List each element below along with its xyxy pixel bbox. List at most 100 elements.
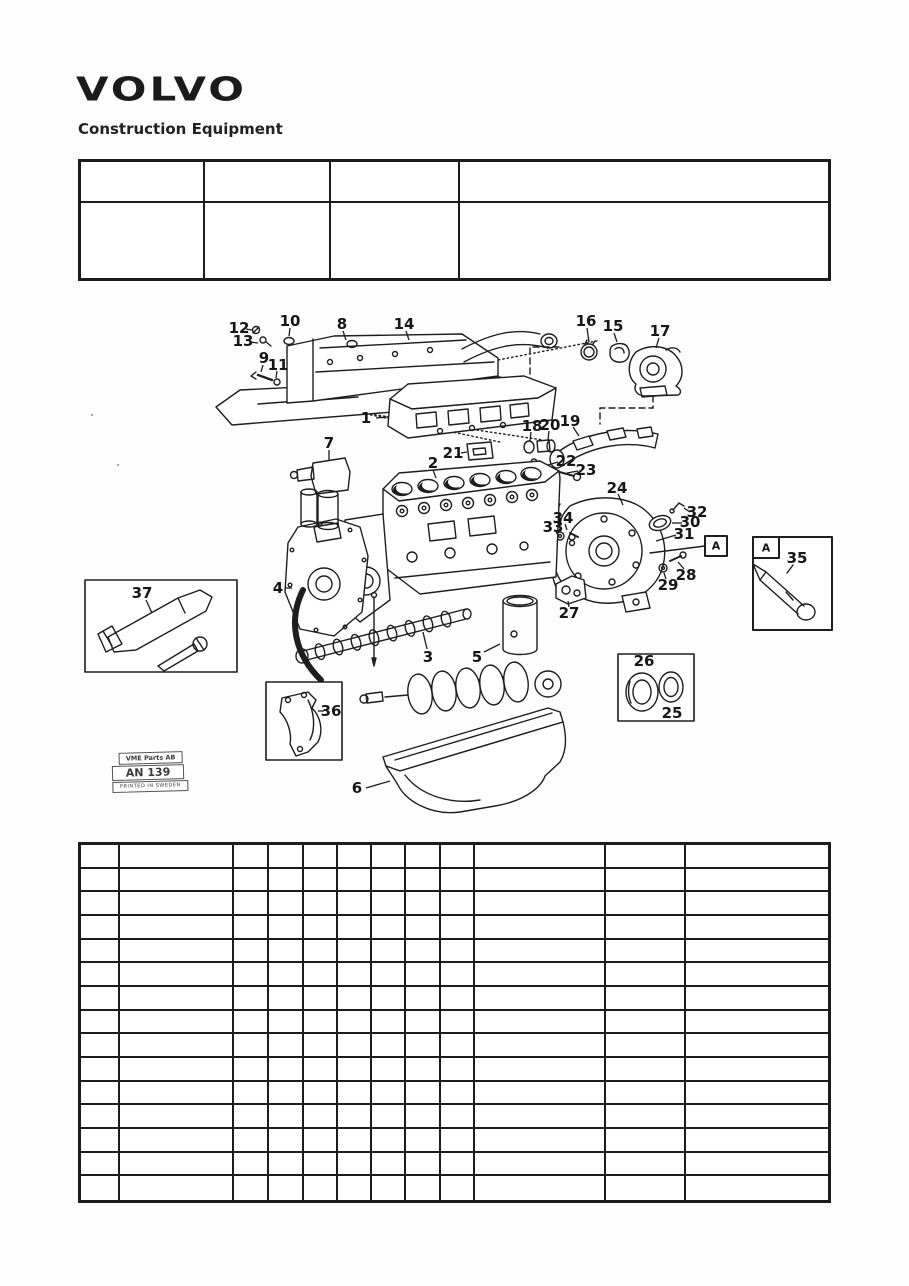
partsTable-cell bbox=[686, 1034, 828, 1058]
breather-pipe bbox=[461, 330, 558, 363]
partsTable-cell bbox=[606, 892, 686, 916]
parts-list-table bbox=[78, 842, 831, 1203]
partsTable-cell bbox=[81, 1128, 120, 1153]
partsTable-cell bbox=[338, 892, 372, 916]
leader-line-11 bbox=[275, 370, 278, 379]
partsTable-cell bbox=[606, 915, 686, 940]
partsTable-cell bbox=[475, 1057, 606, 1082]
partsTable-cell bbox=[372, 986, 406, 1011]
partsTable-cell bbox=[372, 915, 406, 940]
stamp-printed: PRINTED IN SWEDEN bbox=[112, 780, 189, 793]
brand-subtitle: Construction Equipment bbox=[78, 120, 283, 138]
leader-line-3 bbox=[422, 631, 428, 650]
partsTable-cell bbox=[81, 915, 120, 940]
partsTable-cell bbox=[406, 986, 441, 1011]
headerTable-cell bbox=[81, 203, 205, 278]
partsTable-cell bbox=[304, 915, 338, 940]
partsTable-cell bbox=[441, 1034, 475, 1058]
part-label-9: 9 bbox=[259, 349, 269, 367]
partsTable-cell bbox=[441, 1081, 475, 1106]
partsTable-cell bbox=[475, 1152, 606, 1177]
part-label-27: 27 bbox=[559, 604, 580, 622]
partsTable-cell bbox=[406, 1176, 441, 1200]
leader-line-9 bbox=[260, 364, 264, 373]
leader-line-16 bbox=[586, 327, 590, 343]
partsTable-cell bbox=[234, 845, 269, 869]
part-label-26: 26 bbox=[634, 652, 655, 670]
leader-line-24 bbox=[617, 493, 624, 506]
partsTable-cell bbox=[441, 939, 475, 964]
partsTable-cell bbox=[475, 1105, 606, 1129]
leader-line-33 bbox=[555, 531, 559, 536]
partsTable-cell bbox=[234, 892, 269, 916]
partsTable-cell bbox=[269, 1105, 304, 1129]
part-label-10: 10 bbox=[280, 312, 301, 330]
partsTable-cell bbox=[441, 915, 475, 940]
partsTable-cell bbox=[269, 1128, 304, 1153]
parts-stamp: VME Parts AB AN 139 PRINTED IN SWEDEN bbox=[111, 751, 189, 793]
partsTable-cell bbox=[120, 1105, 234, 1129]
partsTable-cell bbox=[269, 1034, 304, 1058]
partsTable-cell bbox=[475, 1081, 606, 1106]
part-label-A: A bbox=[712, 540, 721, 553]
partsTable-cell bbox=[441, 963, 475, 987]
partsTable-cell bbox=[372, 1081, 406, 1106]
partsTable-cell bbox=[234, 963, 269, 987]
part-label-12: 12 bbox=[229, 319, 250, 337]
partsTable-cell bbox=[406, 1128, 441, 1153]
partsTable-cell bbox=[475, 1010, 606, 1035]
partsTable-cell bbox=[269, 1176, 304, 1200]
partsTable-cell bbox=[372, 1057, 406, 1082]
partsTable-cell bbox=[475, 1176, 606, 1200]
partsTable-cell bbox=[269, 963, 304, 987]
part-label-24: 24 bbox=[607, 479, 628, 497]
oil-filter-assembly bbox=[289, 457, 351, 531]
partsTable-cell bbox=[81, 1081, 120, 1106]
partsTable-cell bbox=[686, 1058, 828, 1082]
timing-cover bbox=[284, 518, 369, 637]
partsTable-cell bbox=[304, 1081, 338, 1106]
partsTable-cell bbox=[606, 1152, 686, 1177]
partsTable-cell bbox=[269, 939, 304, 964]
partsTable-cell bbox=[120, 845, 234, 869]
partsTable-cell bbox=[686, 892, 828, 916]
partsTable-cell bbox=[406, 915, 441, 940]
part-label-16: 16 bbox=[576, 312, 597, 330]
partsTable-cell bbox=[338, 1010, 372, 1035]
partsTable-cell bbox=[120, 963, 234, 987]
leader-line-15 bbox=[613, 332, 618, 343]
leader-line-22 bbox=[547, 461, 559, 466]
headerTable-cell bbox=[460, 203, 828, 278]
partsTable-cell bbox=[406, 845, 441, 869]
partsTable-cell bbox=[338, 986, 372, 1011]
partsTable-cell bbox=[406, 868, 441, 893]
leader-line-10 bbox=[288, 327, 291, 337]
partsTable-cell bbox=[441, 986, 475, 1011]
partsTable-cell bbox=[406, 1152, 441, 1177]
partsTable-cell bbox=[441, 1128, 475, 1153]
leader-line-17 bbox=[655, 337, 660, 349]
partsTable-cell bbox=[81, 1034, 120, 1058]
intake-manifold bbox=[387, 375, 557, 439]
part-label-29: 29 bbox=[658, 576, 679, 594]
part-label-8: 8 bbox=[337, 315, 347, 333]
part-label-25: 25 bbox=[662, 704, 683, 722]
seal-kit-box bbox=[617, 653, 695, 722]
leader-line-13 bbox=[249, 341, 259, 344]
partsTable-cell bbox=[81, 868, 120, 893]
cylinder-block bbox=[382, 460, 561, 595]
partsTable-cell bbox=[304, 963, 338, 987]
partsTable-cell bbox=[304, 1105, 338, 1129]
part-label-36: 36 bbox=[321, 702, 342, 720]
partsTable-cell bbox=[606, 1034, 686, 1058]
partsTable-cell bbox=[475, 986, 606, 1011]
partsTable-cell bbox=[606, 963, 686, 987]
partsTable-cell bbox=[606, 1128, 686, 1153]
partsTable-cell bbox=[269, 868, 304, 893]
leader-line-28 bbox=[677, 561, 685, 570]
partsTable-cell bbox=[475, 845, 606, 869]
partsTable-cell bbox=[338, 939, 372, 964]
partsTable-cell bbox=[234, 1081, 269, 1106]
partsTable-cell bbox=[81, 1176, 120, 1200]
partsTable-cell bbox=[441, 868, 475, 893]
